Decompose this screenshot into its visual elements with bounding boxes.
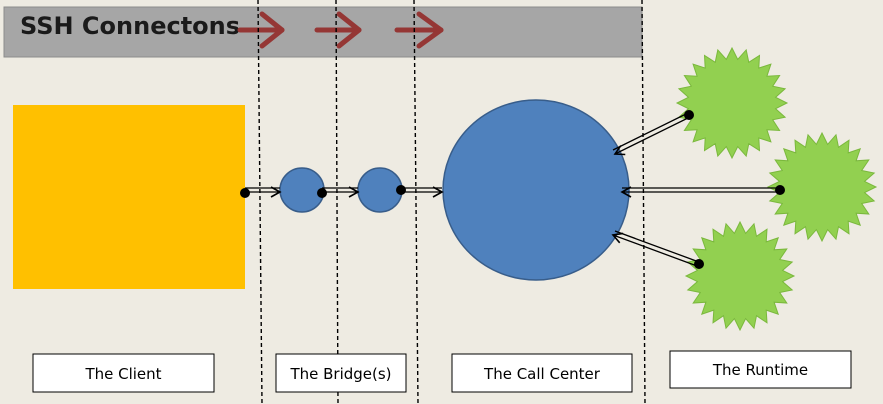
call-center-node (442, 99, 630, 281)
runtime-star (675, 46, 789, 160)
connection-dot (317, 188, 327, 198)
label-bridges-text: The Bridge(s) (289, 365, 391, 383)
connection-dot (240, 188, 250, 198)
label-call-center-text: The Call Center (483, 365, 601, 383)
connection-dot (694, 259, 704, 269)
bridge-to-bridge-arrow (322, 186, 360, 198)
label-call-center: The Call Center (451, 353, 633, 393)
banner-arrow-icon (314, 11, 362, 49)
label-client-text: The Client (84, 365, 161, 383)
connection-dot (684, 110, 694, 120)
runtime-group (675, 46, 878, 332)
runtime-to-call-center-arrow (612, 112, 691, 156)
banner-arrow-icon (237, 11, 285, 49)
label-bridges: The Bridge(s) (275, 353, 407, 393)
separator-line (257, 0, 263, 404)
runtime-star (766, 131, 878, 243)
runtime-to-call-center-arrow (611, 230, 700, 267)
client-box (13, 105, 245, 289)
label-runtime: The Runtime (669, 350, 852, 389)
connection-dot (396, 185, 406, 195)
runtime-star (684, 220, 796, 332)
label-client: The Client (32, 353, 215, 393)
separator-line (335, 0, 339, 404)
bridge-node (357, 167, 403, 213)
runtime-to-call-center-arrow (620, 186, 779, 198)
separator-line (413, 0, 419, 404)
bridge-to-call-center-arrow (401, 186, 444, 198)
connection-dot (775, 185, 785, 195)
label-runtime-text: The Runtime (712, 361, 808, 379)
separator-line (641, 0, 646, 404)
client-to-bridge-arrow (245, 186, 282, 198)
banner-title: SSH Connectons (20, 12, 240, 40)
banner-arrow-icon (394, 11, 444, 49)
bridge-node (279, 167, 325, 213)
